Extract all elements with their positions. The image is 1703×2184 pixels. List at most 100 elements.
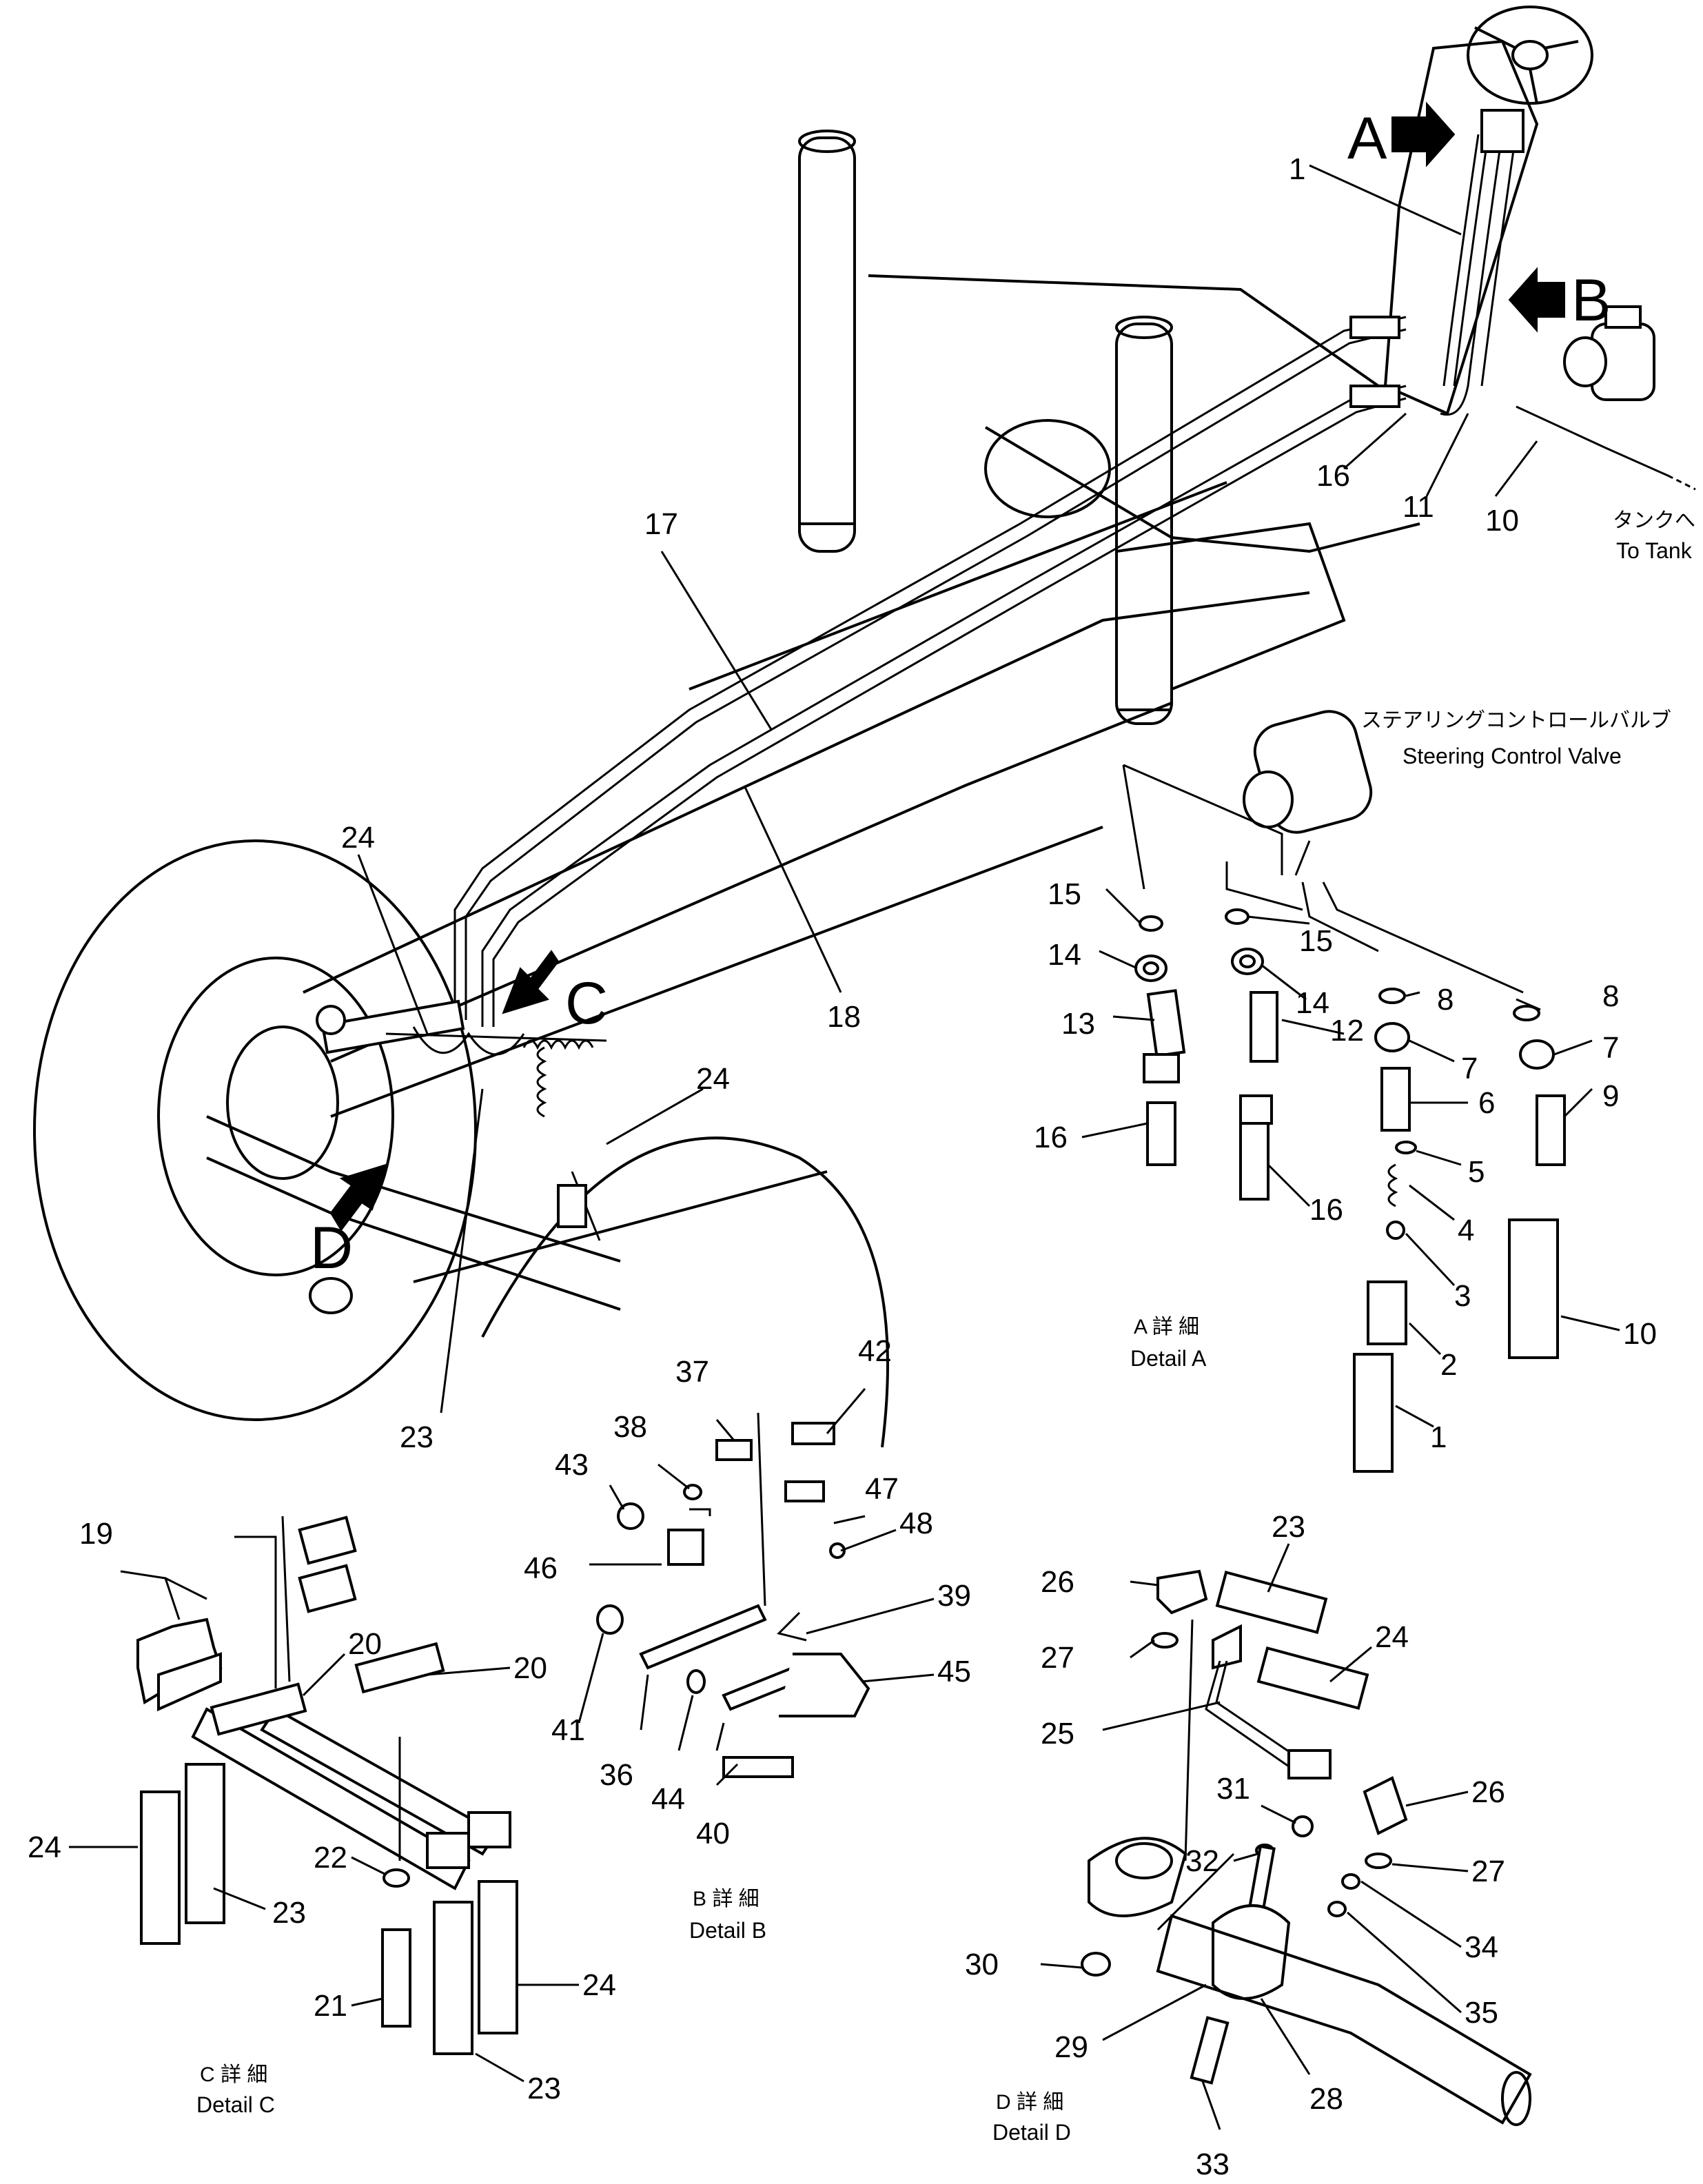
view-arrow-d: D [310, 1163, 387, 1281]
a-label-10: 10 [1623, 1317, 1657, 1351]
main-label-23: 23 [400, 1420, 434, 1454]
b-label-48: 48 [899, 1507, 933, 1540]
c-label-19: 19 [79, 1517, 113, 1551]
detail-c-leaders [69, 1570, 579, 2083]
a-label-7a: 7 [1461, 1052, 1478, 1085]
b-label-42: 42 [858, 1334, 892, 1368]
a-label-6: 6 [1478, 1086, 1495, 1120]
view-a-label: A [1347, 105, 1387, 172]
detail-b-jp-title: B 詳 細 [693, 1888, 759, 1910]
a-label-15b: 15 [1299, 924, 1333, 958]
tank-hose [1516, 405, 1669, 477]
main-label-17: 17 [644, 507, 678, 541]
view-b-label: B [1571, 267, 1611, 334]
view-arrow-a: A [1347, 101, 1456, 172]
steering-control-valve [1243, 710, 1373, 876]
detail-a-stack-center [1353, 988, 1417, 1473]
view-d-label: D [310, 1215, 353, 1281]
detail-d-jp-title: D 詳 細 [996, 2091, 1063, 2114]
a-label-9: 9 [1602, 1079, 1619, 1113]
c-label-20a: 20 [348, 1627, 382, 1661]
a-label-16a: 16 [1034, 1121, 1068, 1154]
d-label-28: 28 [1309, 2082, 1343, 2116]
a-label-8a: 8 [1437, 983, 1454, 1017]
d-label-33: 33 [1196, 2147, 1230, 2181]
b-label-38: 38 [613, 1410, 647, 1444]
b-label-45: 45 [937, 1655, 971, 1688]
main-label-18: 18 [827, 1000, 861, 1034]
coil-hoses [412, 1026, 601, 1241]
b-label-46: 46 [524, 1551, 558, 1585]
b-label-44: 44 [651, 1782, 685, 1816]
c-label-24a: 24 [28, 1830, 61, 1864]
detail-d-parts [1081, 1569, 1532, 2126]
detail-b-parts [596, 1412, 870, 1778]
main-leaders [357, 164, 1538, 1414]
a-label-16b: 16 [1309, 1193, 1343, 1227]
detail-c-en-title: Detail C [196, 2092, 275, 2117]
d-label-32: 32 [1185, 1844, 1219, 1878]
detail-b-view: 42 37 38 43 47 48 46 39 45 41 36 44 40 B… [524, 1334, 971, 1943]
detail-b-leaders [578, 1388, 935, 1786]
detail-a-jp-title: A 詳 細 [1134, 1316, 1199, 1338]
detail-a-stack-left [1134, 915, 1186, 1166]
d-label-35: 35 [1465, 1996, 1498, 2030]
d-label-34: 34 [1465, 1930, 1498, 1964]
upright-post-left [798, 130, 856, 553]
c-label-23b: 23 [527, 2072, 561, 2105]
valve-jp-label: ステアリングコントロールバルブ [1361, 709, 1671, 732]
detail-a-en-title: Detail A [1130, 1346, 1207, 1371]
steering-cylinder [316, 999, 607, 1054]
a-label-7b: 7 [1602, 1031, 1619, 1065]
hydraulic-pipes [453, 316, 1407, 1027]
d-label-30: 30 [965, 1948, 999, 1981]
b-label-36: 36 [600, 1758, 633, 1792]
view-arrow-b: B [1508, 267, 1611, 334]
steering-wheel [1467, 6, 1593, 105]
main-label-16: 16 [1316, 459, 1350, 493]
detail-b-en-title: Detail B [689, 1918, 766, 1943]
a-label-4: 4 [1458, 1214, 1474, 1247]
detail-c-view: 19 20 20 24 23 22 21 24 23 C 詳 細 Detail … [28, 1515, 616, 2117]
detail-d-leaders [1040, 1543, 1469, 2130]
front-wheel-right [481, 1136, 889, 1448]
valve-port-lines [1122, 764, 1524, 994]
view-arrow-c: C [502, 950, 608, 1037]
a-label-2: 2 [1440, 1348, 1457, 1382]
a-label-3: 3 [1454, 1279, 1471, 1313]
d-label-24: 24 [1375, 1620, 1409, 1654]
d-label-27a: 27 [1041, 1641, 1074, 1675]
to-tank-jp-label: タンクへ [1613, 509, 1695, 532]
main-label-1: 1 [1289, 152, 1305, 186]
detail-a-stack-middle [1225, 908, 1278, 1201]
a-label-14b: 14 [1296, 986, 1329, 1020]
b-label-40: 40 [696, 1817, 730, 1850]
a-label-14a: 14 [1048, 938, 1081, 972]
detail-c-jp-title: C 詳 細 [200, 2063, 267, 2086]
detail-a-stack-right [1508, 1005, 1566, 1359]
detail-a-view: ステアリングコントロールバルブ Steering Control Valve [1034, 709, 1671, 1473]
b-label-43: 43 [555, 1448, 589, 1482]
detail-a-leaders [1081, 888, 1620, 1428]
d-label-26b: 26 [1471, 1775, 1505, 1809]
d-label-25: 25 [1041, 1717, 1074, 1751]
main-label-24b: 24 [696, 1062, 730, 1096]
d-label-23: 23 [1272, 1510, 1305, 1544]
c-label-21: 21 [314, 1989, 347, 2023]
a-label-5: 5 [1468, 1155, 1485, 1189]
c-label-22: 22 [314, 1841, 347, 1875]
c-label-24b: 24 [582, 1968, 616, 2002]
a-label-13: 13 [1061, 1007, 1095, 1041]
main-label-24a: 24 [341, 821, 375, 855]
to-tank-en-label: To Tank [1616, 538, 1693, 563]
a-label-15a: 15 [1048, 877, 1081, 911]
view-c-label: C [565, 970, 608, 1037]
detail-d-view: 23 26 24 27 25 31 26 32 27 34 30 35 29 2… [965, 1510, 1532, 2181]
detail-c-parts [136, 1515, 518, 2055]
detail-d-en-title: Detail D [992, 2120, 1071, 2145]
d-label-29: 29 [1054, 2030, 1088, 2064]
column-hoses [1440, 109, 1524, 416]
a-label-8b: 8 [1602, 979, 1619, 1013]
